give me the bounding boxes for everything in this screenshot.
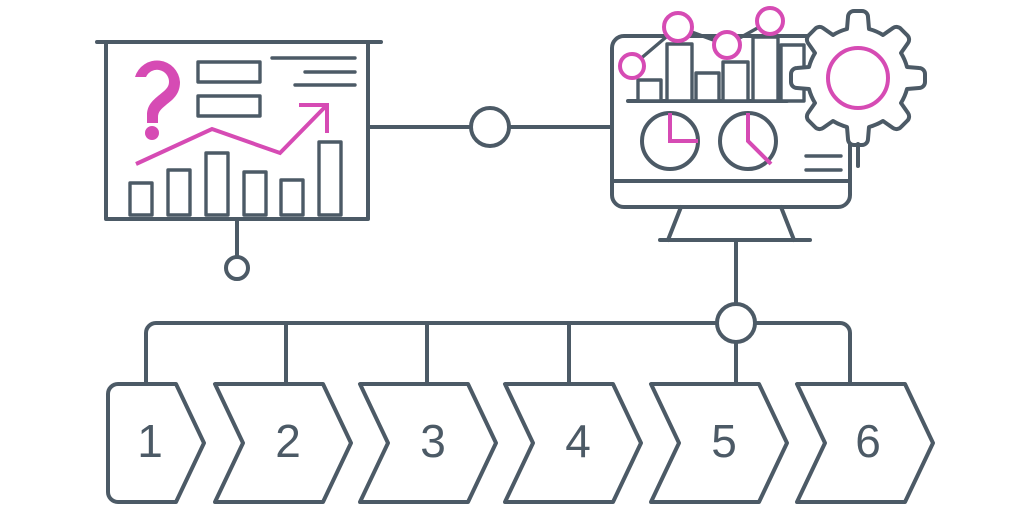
process-step-6-shape[interactable] (795, 382, 935, 504)
connector-node-hub (715, 302, 757, 344)
process-step-1[interactable]: 1 (106, 382, 206, 504)
connector-lines (144, 125, 852, 386)
process-step-4-label: 4 (565, 415, 591, 467)
board-bar-chart (128, 140, 343, 217)
process-step-5-shape[interactable] (649, 382, 789, 504)
process-step-1-shape[interactable] (106, 382, 206, 504)
monitor-data-point-4 (755, 6, 785, 36)
presentation-board (95, 40, 383, 221)
monitor-bar-3 (694, 71, 721, 103)
process-step-5-label: 5 (711, 415, 737, 467)
pie-1-slice (668, 113, 698, 143)
process-step-2-label: 2 (275, 415, 301, 467)
monitor-data-point-1 (618, 52, 646, 80)
process-step-5[interactable]: 5 (649, 382, 789, 504)
process-step-3-shape[interactable] (358, 382, 498, 504)
monitor-data-point-3 (712, 30, 742, 60)
monitor-bar-1 (636, 78, 663, 103)
process-step-3-label: 3 (420, 415, 446, 467)
connector-bus-right (753, 321, 852, 386)
monitor-bar-5 (751, 35, 780, 103)
question-mark-icon (135, 60, 180, 140)
process-step-1-label: 1 (137, 415, 163, 467)
board-text-block-1 (196, 60, 262, 84)
connector-node-board (224, 255, 250, 281)
monitor-stand-legs (666, 205, 796, 242)
board-bar-2 (166, 168, 192, 217)
board-trend-arrowhead (299, 103, 329, 133)
process-step-4[interactable]: 4 (503, 382, 643, 504)
process-step-2-shape[interactable] (213, 382, 353, 504)
question-mark-dot (145, 126, 159, 140)
connector-bus-left (144, 321, 719, 386)
pie-2-slice (746, 113, 773, 166)
process-step-6-label: 6 (855, 415, 881, 467)
board-bar-6 (317, 140, 343, 217)
process-step-6[interactable]: 6 (795, 382, 935, 504)
question-mark-stem (135, 60, 180, 123)
monitor-data-point-2 (662, 11, 694, 43)
monitor-bar-4 (721, 60, 750, 103)
process-step-2[interactable]: 2 (213, 382, 353, 504)
connector-node-center (469, 106, 511, 148)
monitor-line-chart (618, 6, 785, 80)
monitor-trend-line (630, 19, 772, 68)
monitor-pie-chart-1 (640, 111, 700, 171)
monitor-bar-2 (665, 42, 694, 103)
board-trend-arrow-icon (135, 103, 329, 166)
dashboard-monitor (610, 6, 852, 242)
process-step-4-shape[interactable] (503, 382, 643, 504)
gear-body (789, 9, 927, 147)
settings-gear-icon (789, 9, 927, 168)
process-step-3[interactable]: 3 (358, 382, 498, 504)
board-bar-3 (204, 151, 230, 217)
board-text-block-2 (196, 94, 262, 118)
board-bar-1 (128, 181, 154, 217)
board-bar-5 (279, 178, 305, 217)
numbered-process-steps: 1 2 3 4 5 6 (106, 382, 935, 504)
monitor-pie-chart-2 (718, 111, 778, 171)
gear-inner-ring (826, 46, 890, 110)
board-bar-4 (242, 170, 268, 217)
board-trend-line (135, 105, 327, 166)
